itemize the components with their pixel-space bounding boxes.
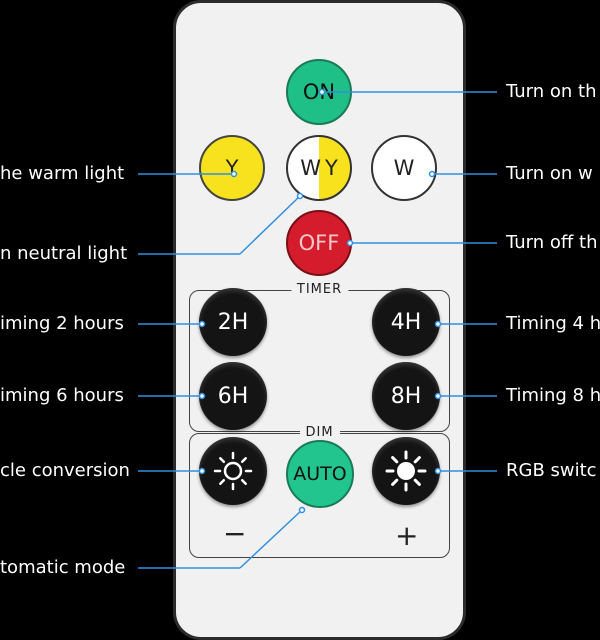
white-light-button[interactable]: W — [371, 135, 437, 201]
timer-6h-label: 6H — [217, 383, 249, 409]
label-turn-off: Turn off th — [506, 232, 598, 253]
timer-4h-label: 4H — [390, 309, 422, 335]
label-timing-8: Timing 8 h — [506, 385, 600, 406]
label-turn-on-white: Turn on w — [506, 163, 593, 184]
dim-label: DIM — [299, 425, 340, 441]
timer-label: TIMER — [290, 282, 349, 298]
auto-button-label: AUTO — [293, 463, 347, 485]
timer-2h-label: 2H — [217, 309, 249, 335]
timer-8h-button[interactable]: 8H — [372, 362, 440, 430]
brightness-high-icon — [385, 450, 427, 492]
label-rgb-switch: RGB switc — [506, 460, 597, 481]
auto-button[interactable]: AUTO — [286, 440, 354, 508]
timer-2h-button[interactable]: 2H — [199, 288, 267, 356]
timer-4h-button[interactable]: 4H — [372, 288, 440, 356]
label-cycle: cle conversion — [0, 460, 130, 481]
off-button-label: OFF — [298, 231, 340, 255]
dim-minus-button[interactable] — [199, 437, 267, 505]
off-button[interactable]: OFF — [286, 210, 352, 276]
neutral-light-w-label: W — [300, 156, 321, 180]
white-light-button-label: W — [393, 156, 415, 180]
neutral-light-button[interactable]: W Y — [286, 135, 352, 201]
timer-8h-label: 8H — [390, 383, 422, 409]
label-timing-4: Timing 4 h — [506, 313, 600, 334]
dim-group: DIM — [189, 425, 450, 558]
dim-plus-sign: + — [395, 519, 419, 552]
dim-minus-sign: − — [223, 517, 247, 550]
label-turn-on: Turn on th — [506, 81, 597, 102]
neutral-light-y-label: Y — [324, 156, 338, 180]
label-auto-mode: tomatic mode — [0, 557, 126, 578]
brightness-low-icon — [213, 451, 253, 491]
label-timing-2: iming 2 hours — [0, 313, 124, 334]
callout-lines — [138, 88, 497, 569]
label-warm-light: he warm light — [0, 163, 125, 184]
label-neutral-light: n neutral light — [0, 243, 128, 264]
label-timing-6: iming 6 hours — [0, 385, 124, 406]
timer-6h-button[interactable]: 6H — [199, 362, 267, 430]
dim-plus-button[interactable] — [372, 437, 440, 505]
warm-light-button[interactable]: Y — [199, 135, 265, 201]
